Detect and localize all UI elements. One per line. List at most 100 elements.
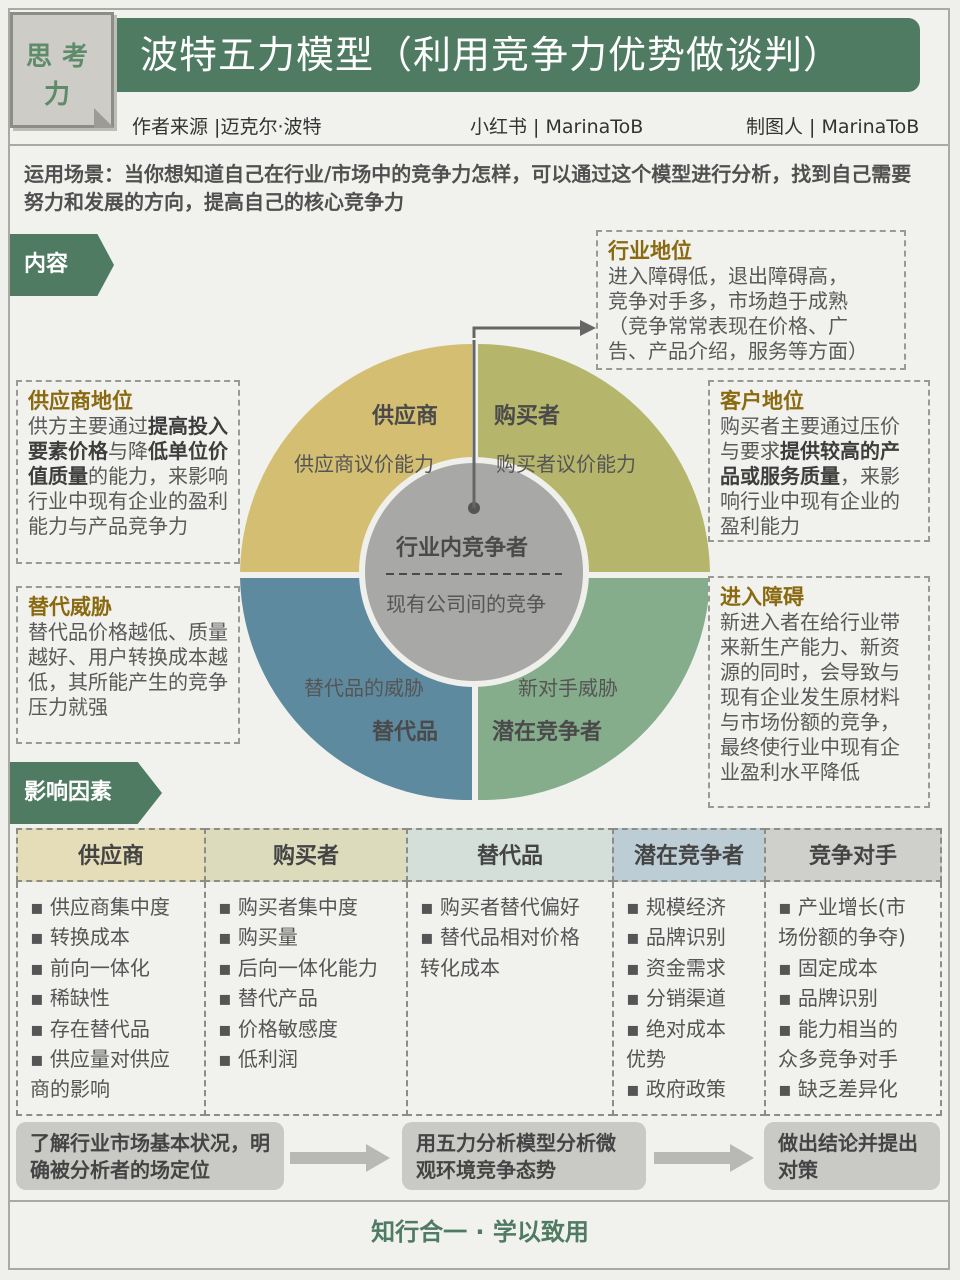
platform-credit: 小红书 | MarinaToB [470,116,644,138]
divider [8,144,950,146]
table-head-competitor: 竞争对手 [764,828,942,882]
industry-position-title: 行业地位 [608,239,692,263]
industry-line-3: （竞争常常表现在价格、广 [608,314,848,338]
list-item: 商的影响 [30,1077,110,1102]
supplier-position-title: 供应商地位 [28,389,133,413]
list-item: 转化成本 [420,955,500,980]
customer-position-title: 客户地位 [720,389,804,413]
list-item: ▪ 缺乏差异化 [778,1077,898,1102]
center-bottom-label: 现有公司间的竞争 [386,592,546,616]
list-item: ▪ 固定成本 [778,955,878,980]
substitute-label: 替代品 [372,720,439,745]
supplier-position-text: 供方主要通过提高投入要素价格与降低单位价值质量的能力，来影响行业中现有企业的盈利… [28,414,228,539]
supplier-text-bold: 提高投入要素价格 [28,414,228,463]
list-item: ▪ 购买者集中度 [218,895,358,919]
customer-text-bold: 提供较高的产品或服务质量 [720,439,900,488]
list-item: ▪ 品牌识别 [778,986,878,1011]
table-column-competitor: 竞争对手 ▪ 产业增长(市 场份额的争夺) ▪ 固定成本 ▪ 品牌识别 ▪ 能力… [764,828,942,1116]
table-column-entrant: 潜在竞争者 ▪ 规模经济 ▪ 品牌识别 ▪ 资金需求 ▪ 分销渠道 ▪ 绝对成本… [612,828,766,1116]
supplier-position-box: 供应商地位 供方主要通过提高投入要素价格与降低单位价值质量的能力，来影响行业中现… [16,380,240,564]
list-item: ▪ 前向一体化 [30,955,150,980]
table-head-entrant: 潜在竞争者 [612,828,766,882]
factors-table: 供应商 ▪ 供应商集中度 ▪ 转换成本 ▪ 前向一体化 ▪ 稀缺性 ▪ 存在替代… [16,828,942,1116]
industry-position-box: 行业地位 进入障碍低，退出障碍高， 竞争对手多，市场趋于成熟 （竞争常常表现在价… [596,230,906,370]
list-item: ▪ 供应商集中度 [30,895,170,919]
table-head-substitute: 替代品 [406,828,614,882]
table-body-buyer: ▪ 购买者集中度 ▪ 购买量 ▪ 后向一体化能力 ▪ 替代产品 ▪ 价格敏感度 … [204,882,408,1116]
table-body-entrant: ▪ 规模经济 ▪ 品牌识别 ▪ 资金需求 ▪ 分销渠道 ▪ 绝对成本 优势 ▪ … [612,882,766,1116]
table-column-buyer: 购买者 ▪ 购买者集中度 ▪ 购买量 ▪ 后向一体化能力 ▪ 替代产品 ▪ 价格… [204,828,408,1116]
supplier-label: 供应商 [372,404,439,429]
flow-step-2: 用五力分析模型分析微观环境竞争态势 [402,1122,646,1190]
title-bar [116,18,920,92]
entry-barrier-box: 进入障碍 新进入者在给行业带来新生产能力、新资源的同时，会导致与现有企业发生原材… [708,576,930,808]
badge-fold-corner [94,108,114,128]
buyer-sub: 购买者议价能力 [496,452,636,476]
table-column-supplier: 供应商 ▪ 供应商集中度 ▪ 转换成本 ▪ 前向一体化 ▪ 稀缺性 ▪ 存在替代… [16,828,206,1116]
list-item: 场份额的争夺) [778,925,906,950]
substitute-threat-box: 替代威胁 替代品价格越低、质量越好、用户转换成本越低，其所能产生的竞争压力就强 [16,586,240,744]
table-head-buyer: 购买者 [204,828,408,882]
flow-arrow-2 [654,1144,754,1172]
customer-text-b: ，来影响行业中现有企业的盈利能力 [720,464,900,538]
substitute-sub: 替代品的威胁 [304,676,424,700]
list-item: 优势 [626,1047,666,1072]
flow-step-3: 做出结论并提出对策 [764,1122,940,1190]
list-item: ▪ 规模经济 [626,895,726,919]
arrow-to-industry [472,320,596,338]
list-item: ▪ 稀缺性 [30,986,110,1011]
footer-divider [8,1200,950,1202]
substitute-threat-text: 替代品价格越低、质量越好、用户转换成本越低，其所能产生的竞争压力就强 [28,620,228,719]
list-item: ▪ 替代品相对价格 [420,925,580,950]
substitute-threat-title: 替代威胁 [28,595,112,619]
flow-arrow-1 [290,1144,390,1172]
table-body-substitute: ▪ 购买者替代偏好 ▪ 替代品相对价格 转化成本 [406,882,614,1116]
badge-text: 思考力 [25,42,98,110]
list-item: ▪ 政府政策 [626,1077,726,1102]
section-tag-factors: 影响因素 [10,762,162,824]
list-item: ▪ 资金需求 [626,955,726,980]
customer-text-a: 购买者主要通过压价与要求 [720,414,900,463]
industry-line-2: 竞争对手多，市场趋于成熟 [608,289,848,313]
supplier-text-a: 供方主要通过 [28,414,148,438]
maker-credit: 制图人 | MarinaToB [746,116,920,138]
entrant-sub: 新对手威胁 [518,676,618,700]
list-item: 众多竞争对手 [778,1047,898,1072]
list-item: ▪ 购买量 [218,925,298,950]
list-item: ▪ 供应量对供应 [30,1047,170,1072]
list-item: ▪ 能力相当的 [778,1016,898,1041]
list-item: ▪ 产业增长(市 [778,895,906,919]
list-item: ▪ 替代产品 [218,986,318,1011]
list-item: ▪ 转换成本 [30,925,130,950]
customer-position-box: 客户地位 购买者主要通过压价与要求提供较高的产品或服务质量，来影响行业中现有企业… [708,380,930,542]
usage-scenario: 运用场景：当你想知道自己在行业/市场中的竞争力怎样，可以通过这个模型进行分析，找… [24,162,912,214]
center-top-label: 行业内竞争者 [396,536,529,561]
list-item: ▪ 绝对成本 [626,1016,726,1041]
entry-barrier-text: 新进入者在给行业带来新生产能力、新资源的同时，会导致与现有企业发生原材料与市场份… [720,610,900,784]
list-item: ▪ 分销渠道 [626,986,726,1011]
flow-step-1: 了解行业市场基本状况，明确被分析者的场定位 [16,1122,284,1190]
supplier-sub: 供应商议价能力 [294,452,434,476]
footer-slogan: 知行合一 · 学以致用 [371,1218,589,1246]
table-column-substitute: 替代品 ▪ 购买者替代偏好 ▪ 替代品相对价格 转化成本 [406,828,614,1116]
list-item: ▪ 存在替代品 [30,1016,150,1041]
list-item: ▪ 价格敏感度 [218,1016,338,1041]
entry-barrier-title: 进入障碍 [720,585,804,609]
list-item: ▪ 品牌识别 [626,925,726,950]
page-title: 波特五力模型（利用竞争力优势做谈判） [140,33,843,77]
list-item: ▪ 低利润 [218,1047,298,1072]
supplier-text-c: 的能力，来影响行业中现有企业的盈利能力与产品竞争力 [28,464,228,538]
list-item: ▪ 后向一体化能力 [218,955,378,980]
author-source: 作者来源 |迈克尔·波特 [132,116,322,138]
supplier-text-bold2: 低单位价值质量 [28,439,228,488]
section-tag-content: 内容 [10,234,114,296]
table-body-competitor: ▪ 产业增长(市 场份额的争夺) ▪ 固定成本 ▪ 品牌识别 ▪ 能力相当的 众… [764,882,942,1116]
buyer-label: 购买者 [494,404,561,429]
industry-line-1: 进入障碍低，退出障碍高， [608,264,848,288]
industry-line-4: 告、产品介绍，服务等方面） [608,339,868,363]
five-forces-wheel [240,340,710,800]
entrant-label: 潜在竞争者 [492,720,603,745]
table-head-supplier: 供应商 [16,828,206,882]
supplier-text-b: 与降 [108,439,148,463]
customer-position-text: 购买者主要通过压价与要求提供较高的产品或服务质量，来影响行业中现有企业的盈利能力 [720,414,918,539]
